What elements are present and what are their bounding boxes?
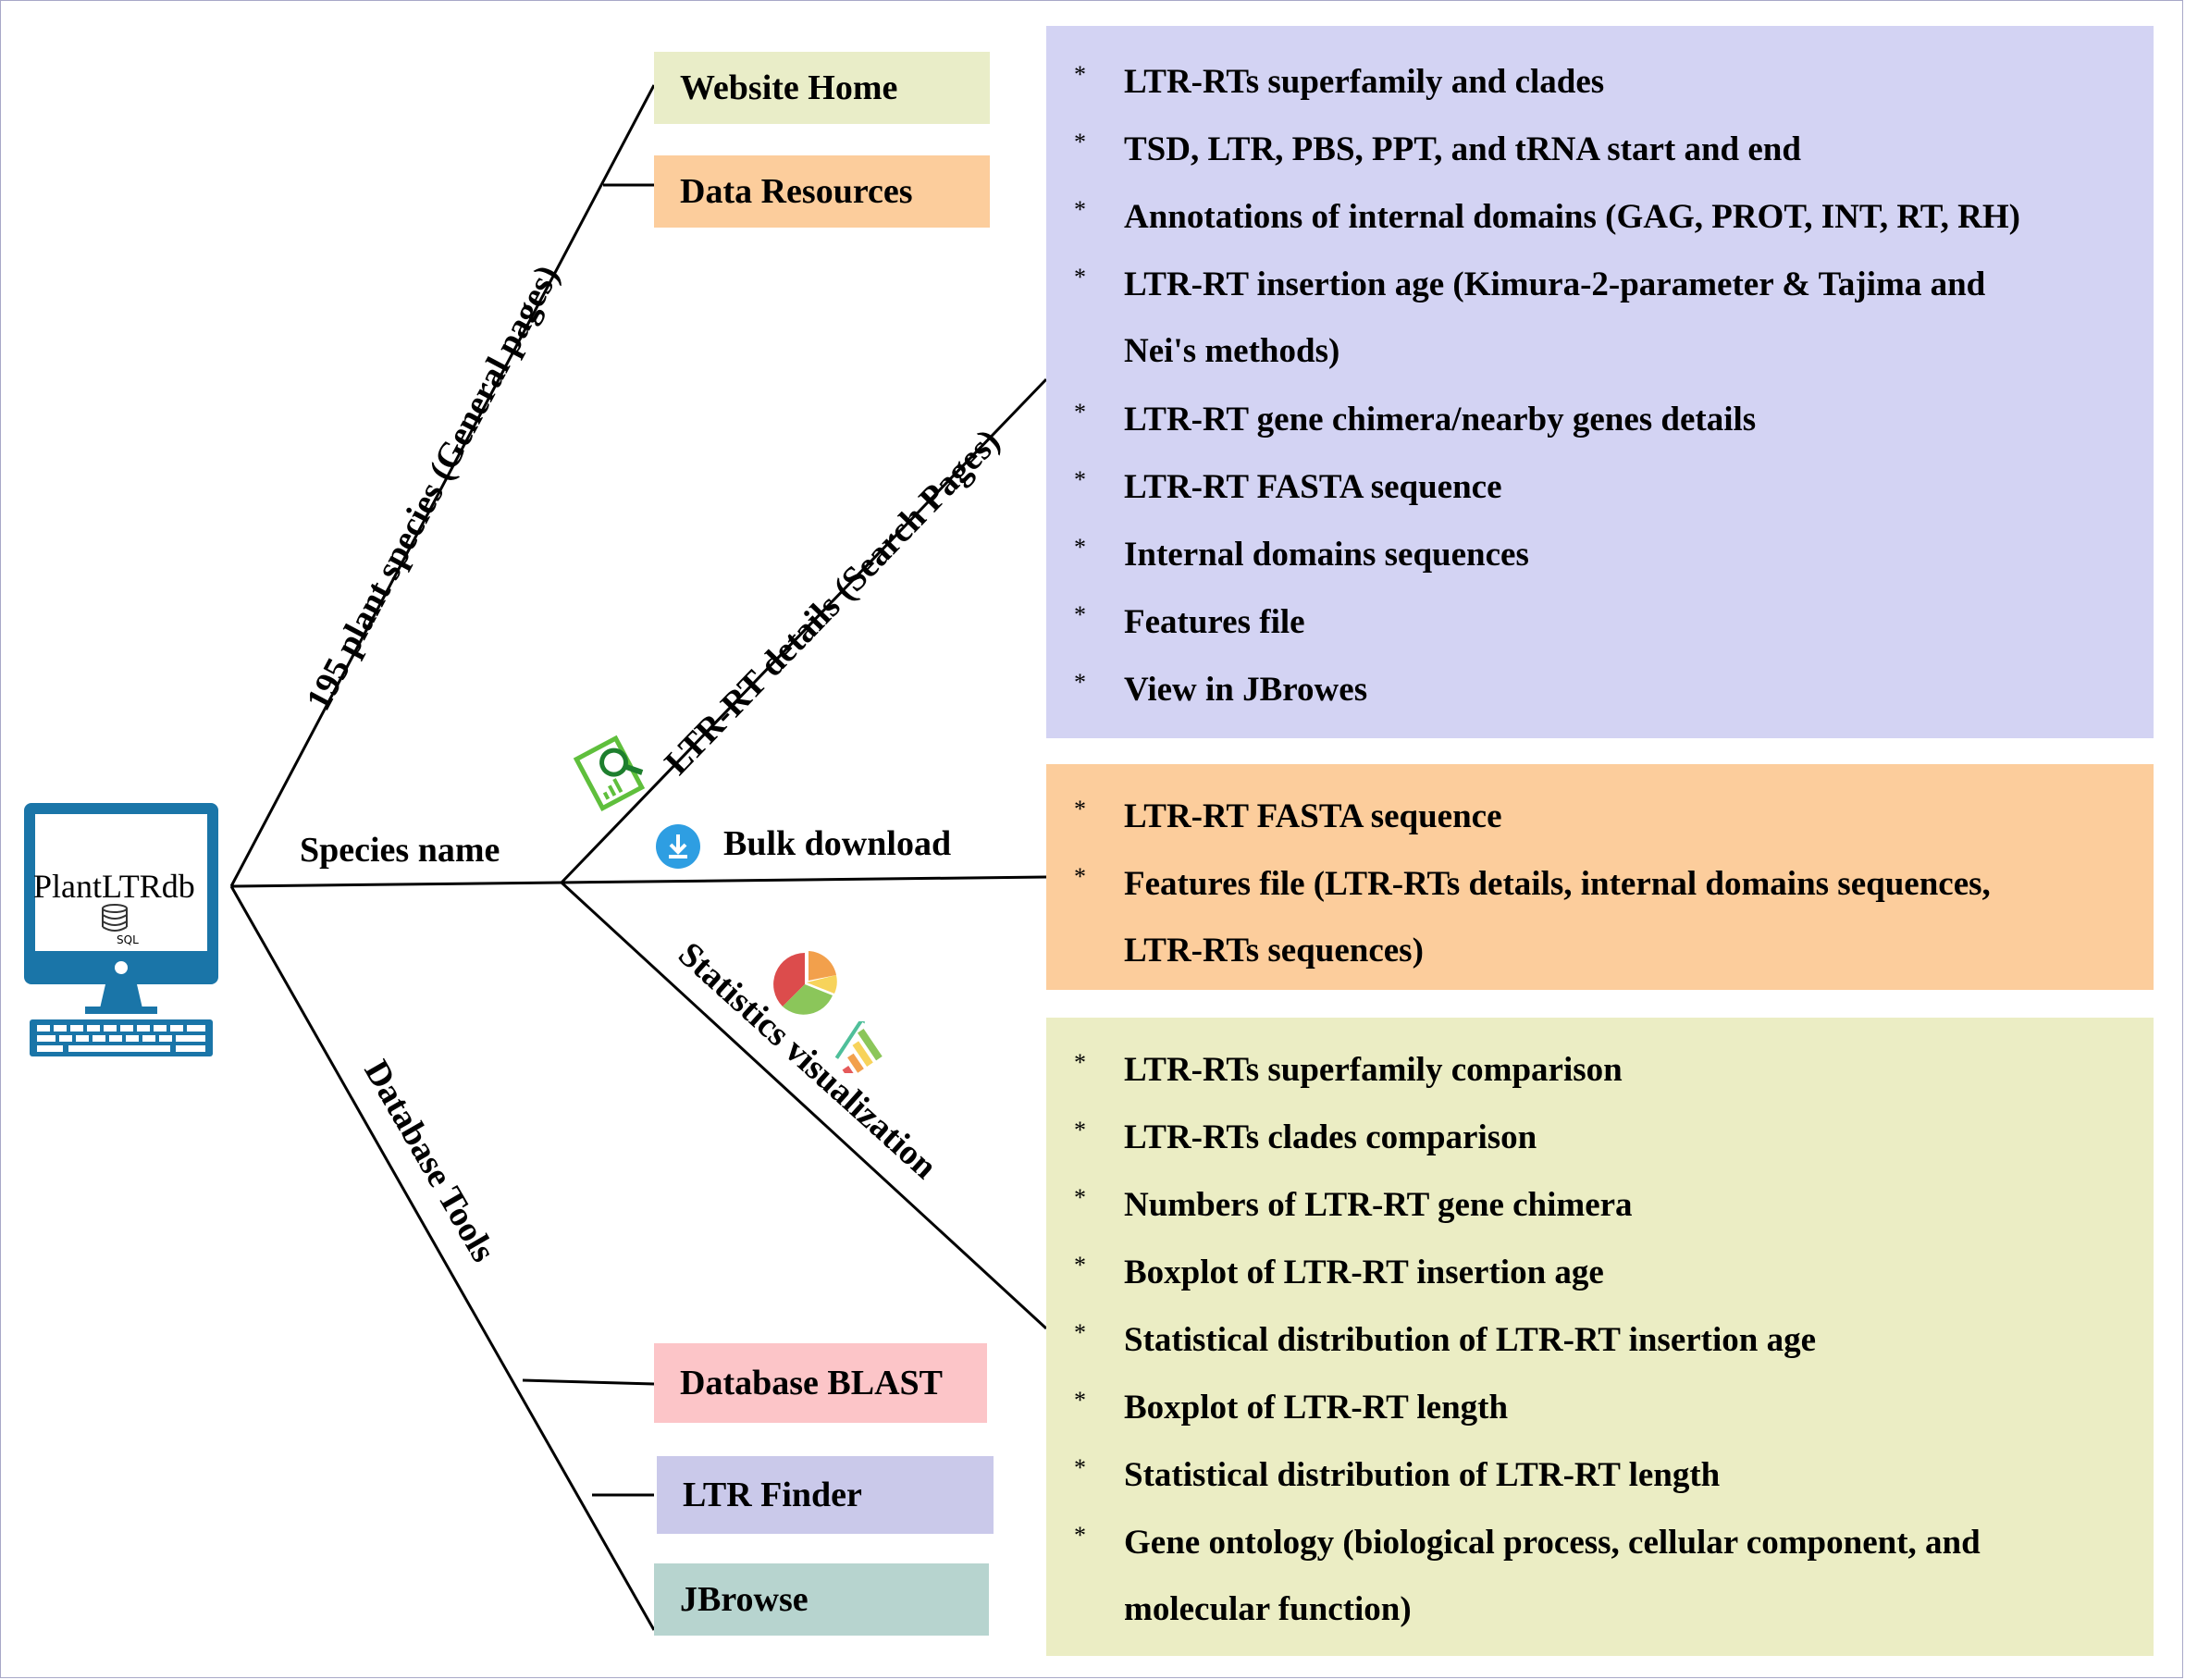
list-item: View in JBrowes [1124, 671, 1368, 709]
bullet: * [1074, 796, 1086, 822]
bullet: * [1074, 1049, 1086, 1076]
bullet: * [1074, 1117, 1086, 1143]
list-item: LTR-RTs clades comparison [1124, 1118, 1537, 1156]
bullet: * [1074, 1387, 1086, 1414]
bullet: * [1074, 1454, 1086, 1481]
bulk-download-panel: * LTR-RT FASTA sequence * Features file … [1046, 764, 2154, 990]
bullet: * [1074, 601, 1086, 628]
list-item: LTR-RT FASTA sequence [1124, 468, 1502, 506]
list-item: Statistical distribution of LTR-RT lengt… [1124, 1456, 1721, 1494]
database-blast-box[interactable]: Database BLAST [654, 1343, 987, 1423]
ltr-finder-box[interactable]: LTR Finder [657, 1456, 994, 1534]
data-resources-box[interactable]: Data Resources [654, 155, 990, 228]
list-item: Annotations of internal domains (GAG, PR… [1124, 198, 2020, 236]
growth-bars-icon [834, 1021, 883, 1073]
list-item: LTR-RT gene chimera/nearby genes details [1124, 401, 1757, 439]
list-item: Statistical distribution of LTR-RT inser… [1124, 1321, 1817, 1359]
db-icon-label: SQL [117, 933, 139, 946]
list-item: Gene ontology (biological process, cellu… [1124, 1524, 1981, 1562]
computer-icon [24, 803, 218, 1056]
bullet: * [1074, 1319, 1086, 1346]
list-item-continuation: Nei's methods) [1124, 332, 1340, 370]
center-label: PlantLTRdb [33, 868, 195, 905]
database-icon: SQL [102, 904, 139, 946]
list-item: Features file [1124, 603, 1305, 641]
statistics-panel: * LTR-RTs superfamily comparison * LTR-R… [1046, 1018, 2154, 1656]
bullet: * [1074, 534, 1086, 561]
download-icon [656, 824, 700, 869]
list-item-continuation: molecular function) [1124, 1590, 1412, 1628]
bullet: * [1074, 1252, 1086, 1279]
bullet: * [1074, 61, 1086, 88]
list-item: Internal domains sequences [1124, 536, 1529, 574]
bullet: * [1074, 669, 1086, 696]
jbrowse-box[interactable]: JBrowse [654, 1563, 989, 1636]
search-details-panel: * LTR-RTs superfamily and clades * TSD, … [1046, 26, 2154, 738]
bullet: * [1074, 399, 1086, 426]
list-item: TSD, LTR, PBS, PPT, and tRNA start and e… [1124, 130, 1801, 168]
list-item: Boxplot of LTR-RT insertion age [1124, 1254, 1604, 1291]
list-item: Features file (LTR-RTs details, internal… [1124, 865, 1991, 903]
website-home-box[interactable]: Website Home [654, 52, 990, 124]
list-item: LTR-RTs superfamily and clades [1124, 63, 1605, 101]
bullet: * [1074, 863, 1086, 890]
list-item-continuation: LTR-RTs sequences) [1124, 932, 1424, 970]
bullet: * [1074, 1522, 1086, 1549]
bullet: * [1074, 466, 1086, 493]
bullet: * [1074, 196, 1086, 223]
list-item: Boxplot of LTR-RT length [1124, 1389, 1509, 1427]
bullet: * [1074, 264, 1086, 290]
bullet: * [1074, 1184, 1086, 1211]
bullet: * [1074, 129, 1086, 155]
list-item: LTR-RTs superfamily comparison [1124, 1051, 1623, 1089]
branch-species-label: Species name [300, 831, 500, 870]
search-document-icon [573, 735, 646, 812]
list-item: LTR-RT FASTA sequence [1124, 797, 1502, 835]
branch-bulk-label: Bulk download [723, 824, 952, 863]
list-item: LTR-RT insertion age (Kimura-2-parameter… [1124, 266, 1986, 303]
pie-chart-icon [773, 951, 837, 1015]
list-item: Numbers of LTR-RT gene chimera [1124, 1186, 1633, 1224]
